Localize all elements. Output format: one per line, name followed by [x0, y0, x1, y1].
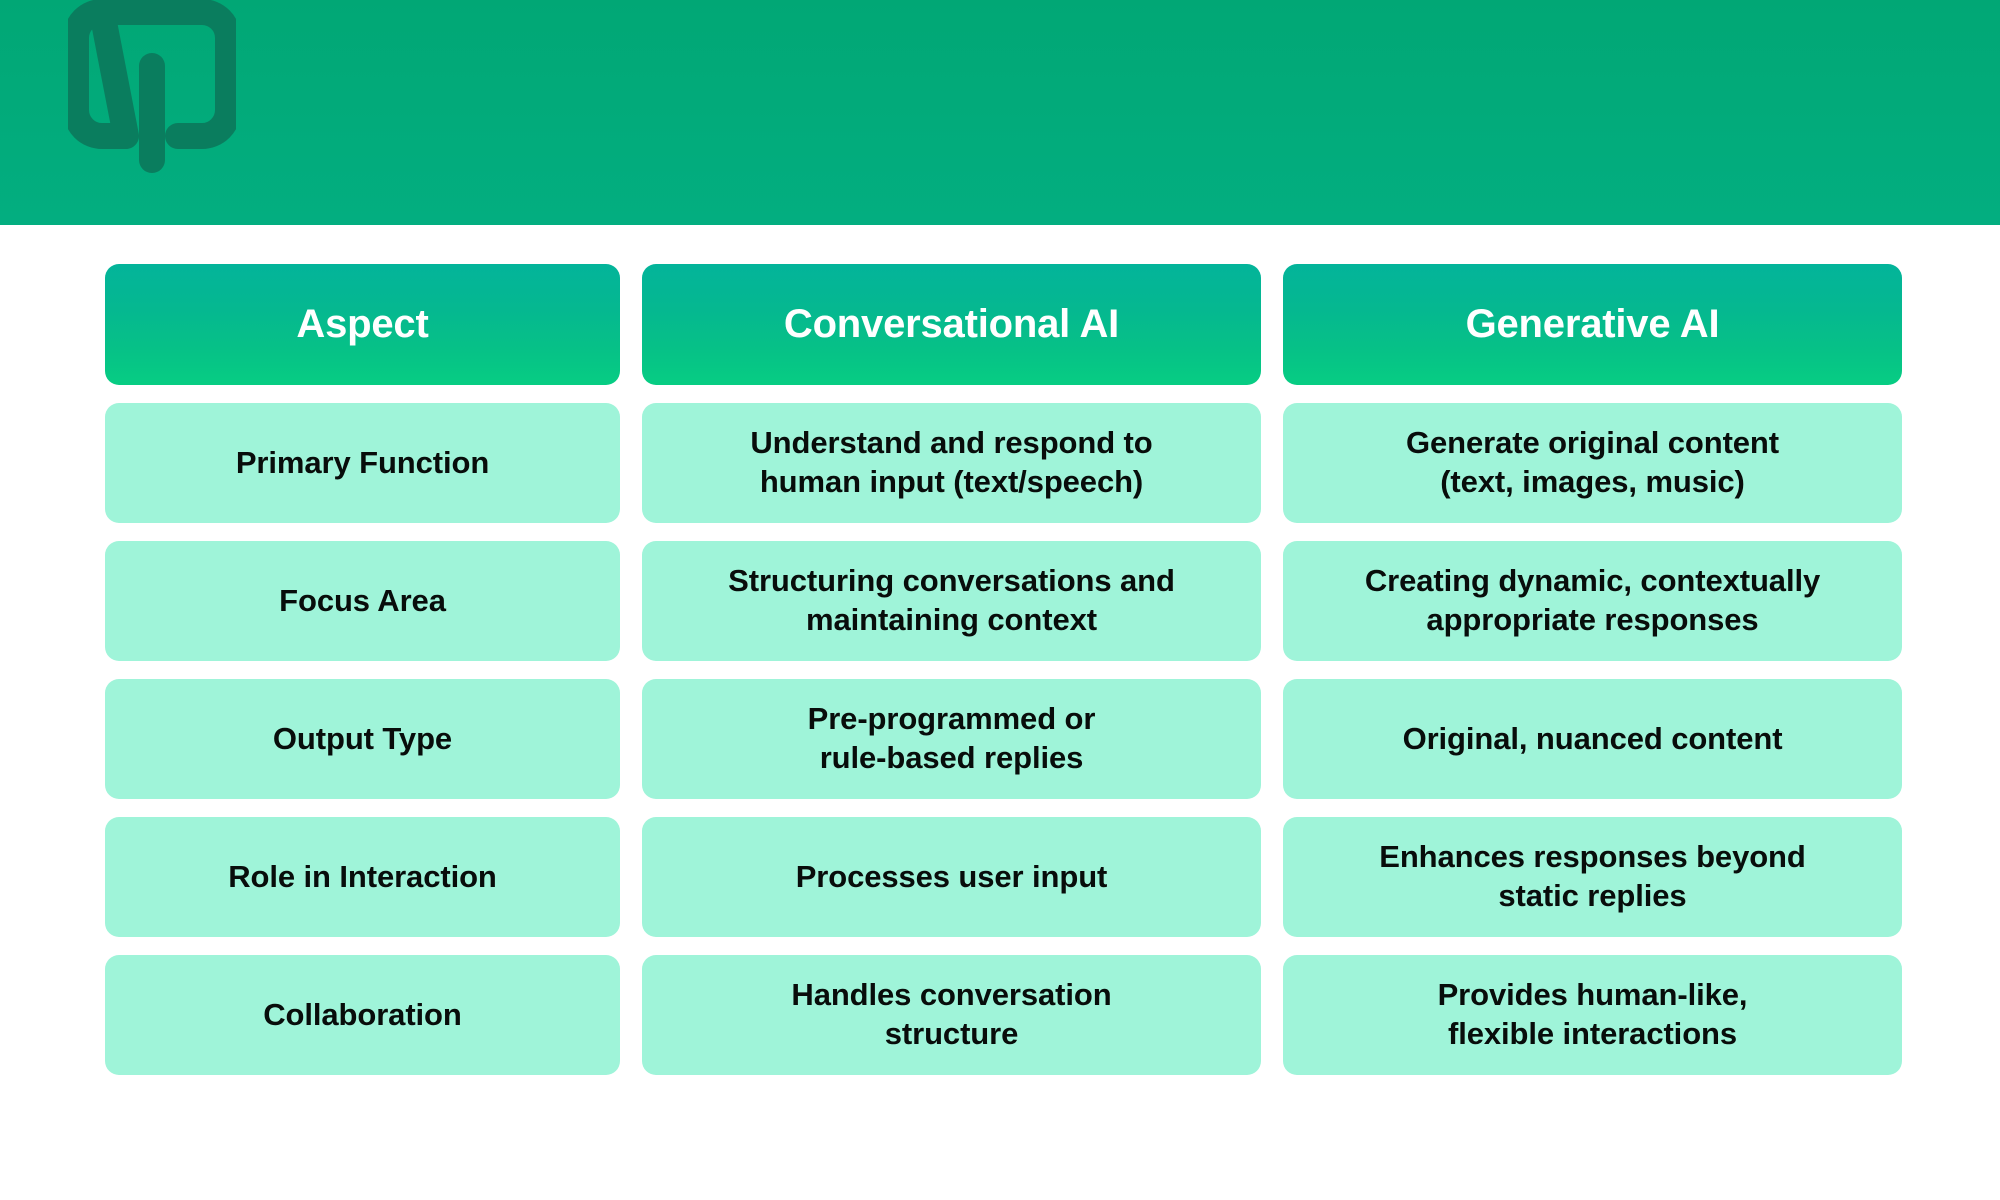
- row-generative-cell: Creating dynamic, contextually appropria…: [1283, 541, 1902, 661]
- table-row: Collaboration Handles conversation struc…: [105, 955, 1902, 1075]
- table-header-row: Aspect Conversational AI Generative AI: [105, 264, 1902, 385]
- column-header-generative-ai-label: Generative AI: [1465, 302, 1720, 346]
- row-conversational-cell: Processes user input: [642, 817, 1261, 937]
- row-conversational-text: Understand and respond to human input (t…: [750, 425, 1153, 499]
- row-aspect-cell: Collaboration: [105, 955, 620, 1075]
- table-row: Primary Function Understand and respond …: [105, 403, 1902, 523]
- row-generative-text: Provides human-like, flexible interactio…: [1437, 977, 1748, 1051]
- row-aspect-label: Role in Interaction: [228, 858, 497, 894]
- row-aspect-label: Collaboration: [263, 996, 462, 1032]
- row-conversational-cell: Pre-programmed or rule-based replies: [642, 679, 1261, 799]
- column-header-conversational-ai: Conversational AI: [642, 264, 1261, 385]
- row-generative-text: Enhances responses beyond static replies: [1379, 839, 1806, 913]
- column-header-generative-ai: Generative AI: [1283, 264, 1902, 385]
- table-row: Role in Interaction Processes user input…: [105, 817, 1902, 937]
- row-conversational-cell: Understand and respond to human input (t…: [642, 403, 1261, 523]
- row-generative-text: Original, nuanced content: [1402, 720, 1783, 756]
- row-aspect-label: Primary Function: [235, 444, 490, 480]
- column-header-aspect-label: Aspect: [296, 302, 429, 346]
- row-generative-cell: Enhances responses beyond static replies: [1283, 817, 1902, 937]
- row-aspect-cell: Output Type: [105, 679, 620, 799]
- row-aspect-cell: Role in Interaction: [105, 817, 620, 937]
- row-aspect-cell: Focus Area: [105, 541, 620, 661]
- table-row: Focus Area Structuring conversations and…: [105, 541, 1902, 661]
- row-aspect-cell: Primary Function: [105, 403, 620, 523]
- row-generative-cell: Provides human-like, flexible interactio…: [1283, 955, 1902, 1075]
- row-conversational-text: Handles conversation structure: [791, 977, 1112, 1051]
- row-generative-cell: Generate original content (text, images,…: [1283, 403, 1902, 523]
- row-conversational-text: Pre-programmed or rule-based replies: [807, 701, 1096, 775]
- table-row: Output Type Pre-programmed or rule-based…: [105, 679, 1902, 799]
- row-aspect-label: Focus Area: [279, 582, 446, 618]
- q-mark-logo-icon: [68, 0, 236, 194]
- row-conversational-cell: Handles conversation structure: [642, 955, 1261, 1075]
- row-generative-text: Generate original content (text, images,…: [1405, 425, 1779, 499]
- row-conversational-text: Structuring conversations and maintainin…: [728, 563, 1175, 637]
- row-generative-text: Creating dynamic, contextually appropria…: [1364, 563, 1821, 637]
- column-header-conversational-ai-label: Conversational AI: [783, 302, 1120, 346]
- row-conversational-text: Processes user input: [795, 858, 1108, 894]
- comparison-table: Aspect Conversational AI Generative AI P…: [105, 264, 1902, 1075]
- row-aspect-label: Output Type: [272, 720, 453, 756]
- column-header-aspect: Aspect: [105, 264, 620, 385]
- row-conversational-cell: Structuring conversations and maintainin…: [642, 541, 1261, 661]
- brand-header-band: [0, 0, 2000, 225]
- row-generative-cell: Original, nuanced content: [1283, 679, 1902, 799]
